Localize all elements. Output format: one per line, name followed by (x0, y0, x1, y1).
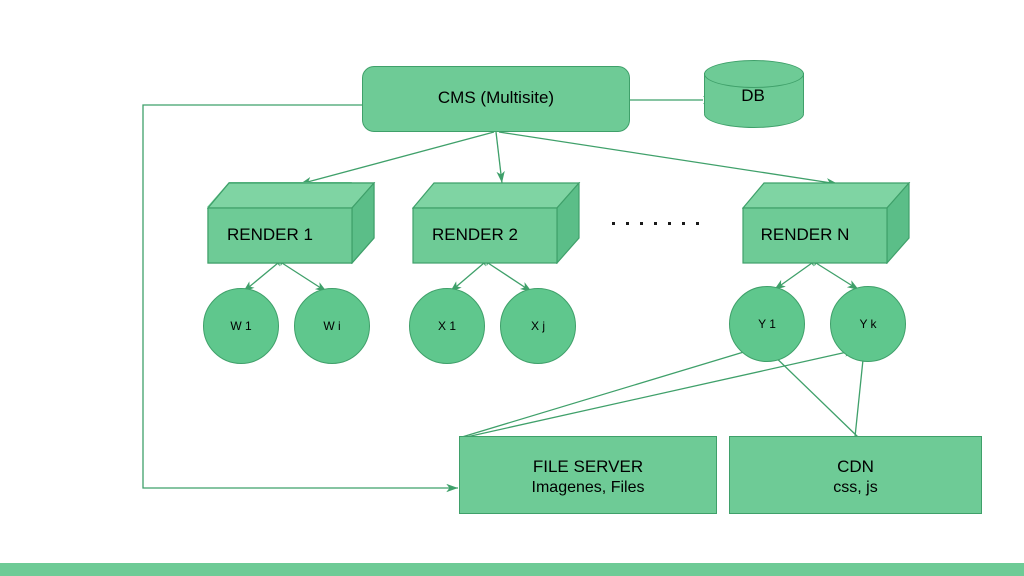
node-wi[interactable]: W i (294, 288, 370, 364)
node-xj[interactable]: X j (500, 288, 576, 364)
edge-render1-w1 (242, 255, 288, 293)
node-render2-label: RENDER 2 (432, 225, 518, 244)
node-x1-label: X 1 (437, 319, 456, 333)
node-yk-label: Y k (859, 317, 877, 331)
node-w1-label: W 1 (230, 319, 252, 333)
edge-render2-x1 (449, 255, 493, 293)
node-renderN-label: RENDER N (760, 225, 850, 244)
node-file-server-subtitle: Imagenes, Files (531, 479, 645, 496)
ellipsis-dot (612, 221, 615, 225)
node-cdn-title: CDN (837, 457, 874, 476)
edge-renderN-y1 (773, 256, 822, 291)
db-cylinder-top (704, 60, 804, 88)
node-renderN[interactable]: RENDER N (742, 182, 912, 264)
node-cms[interactable]: CMS (Multisite) (362, 66, 630, 132)
ellipsis-dot (626, 221, 629, 225)
node-y1-label: Y 1 (758, 317, 776, 331)
node-cdn[interactable]: CDN css, js (729, 436, 982, 514)
edge-cms-render1 (299, 131, 495, 185)
edge-render2-xj (478, 256, 533, 293)
edge-cms-fileserver (142, 104, 458, 493)
renderN-cube-outline (742, 182, 911, 264)
edge-fileserver-y1 (461, 347, 758, 438)
ellipsis-dot (640, 221, 643, 225)
node-file-server[interactable]: FILE SERVER Imagenes, Files (459, 436, 717, 514)
edge-render1-wi (272, 256, 328, 293)
edge-cms-render2 (495, 131, 505, 184)
ellipsis-dot (696, 221, 699, 225)
edge-cms-renderN (498, 131, 839, 187)
ellipsis-dot (682, 221, 685, 225)
edge-renderN-yk (806, 256, 860, 291)
node-render1-label: RENDER 1 (227, 225, 313, 244)
node-xj-label: X j (530, 319, 545, 333)
edge-cdn-y1 (765, 347, 859, 438)
node-db[interactable]: DB (704, 60, 804, 128)
node-cms-label: CMS (Multisite) (437, 88, 555, 107)
node-cdn-subtitle: css, js (833, 479, 878, 496)
ellipsis-dot (668, 221, 671, 225)
node-file-server-title: FILE SERVER (532, 457, 644, 476)
render2-cube-outline (412, 182, 581, 264)
ellipsis-more-renders (612, 218, 710, 228)
node-db-label: DB (741, 86, 765, 105)
node-render2[interactable]: RENDER 2 (412, 182, 582, 264)
slide-accent-bar (0, 563, 1024, 576)
edge-cdn-yk (854, 349, 867, 438)
node-w1[interactable]: W 1 (203, 288, 279, 364)
node-yk[interactable]: Y k (830, 286, 906, 362)
ellipsis-dot (654, 221, 657, 225)
node-x1[interactable]: X 1 (409, 288, 485, 364)
node-y1[interactable]: Y 1 (729, 286, 805, 362)
edge-fileserver-yk (461, 348, 857, 439)
node-render1[interactable]: RENDER 1 (207, 182, 377, 264)
render1-cube-top (207, 182, 352, 207)
node-wi-label: W i (323, 319, 341, 333)
